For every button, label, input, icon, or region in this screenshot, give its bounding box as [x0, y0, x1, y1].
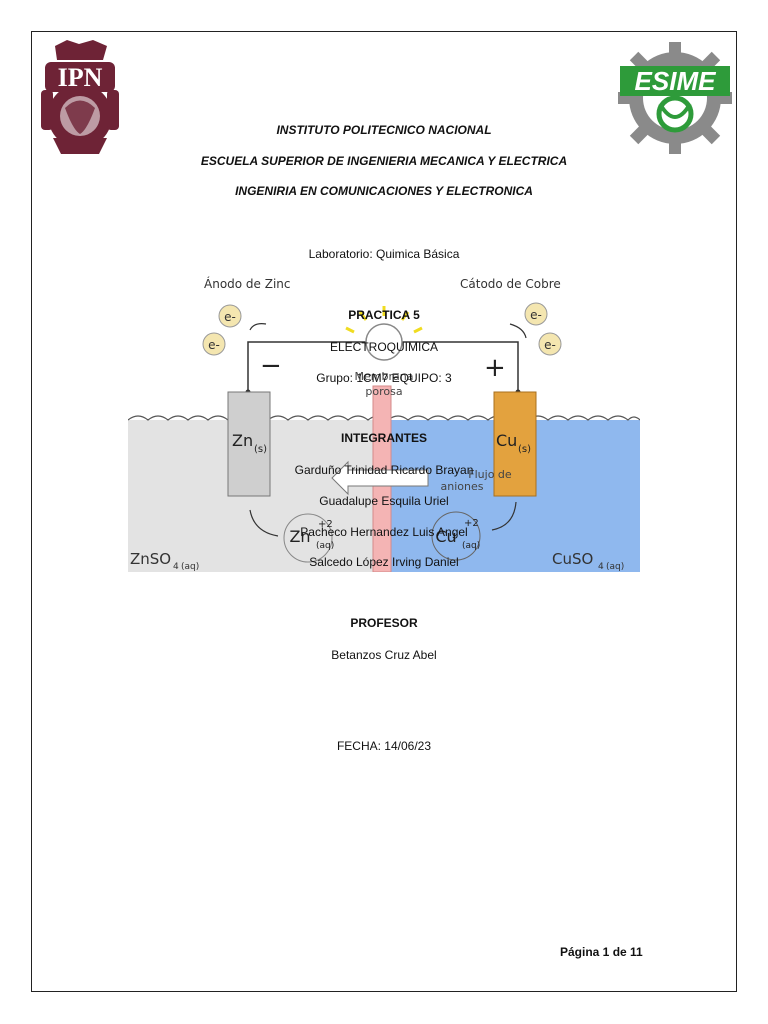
member-name: Pacheco Hernandez Luis Angel: [300, 525, 468, 539]
school-name: ESCUELA SUPERIOR DE INGENIERIA MECANICA …: [200, 154, 568, 168]
cuso4-aq: (aq): [606, 562, 624, 572]
electron-icon: e-: [218, 304, 242, 328]
svg-text:Cu: Cu: [435, 527, 456, 546]
anion-flow-arrow-icon: [331, 460, 429, 496]
copper-electrode: [493, 391, 537, 497]
svg-text:e-: e-: [224, 310, 236, 324]
members-title: INTEGRANTES: [340, 431, 427, 445]
arrow-icon: [509, 323, 527, 339]
lab-name: Laboratorio: Quimica Básica: [308, 247, 460, 261]
svg-text:e-: e-: [208, 338, 220, 352]
anion-flow-label-2: aniones: [441, 480, 484, 493]
cuso4-sub: 4: [598, 562, 604, 572]
arrow-icon: [249, 509, 279, 537]
professor-name: Betanzos Cruz Abel: [331, 648, 437, 662]
group-info: Grupo: 1CM7 EQUIPO: 3: [316, 371, 452, 385]
anode-label: Ánodo de Zinc: [204, 276, 291, 291]
light-rays-icon: [345, 306, 423, 334]
znso4-label: ZnSO: [130, 550, 171, 568]
member-name: Guadalupe Esquila Uriel: [319, 494, 449, 508]
esime-logo: ESIME: [616, 40, 734, 156]
ipn-logo-text: IPN: [58, 63, 103, 92]
svg-text:e-: e-: [544, 338, 556, 352]
galvanic-cell-diagram: Zn (s) Cu (s) Ánodo de Zinc Cátodo de Co…: [128, 274, 640, 572]
plus-sign: +: [484, 353, 506, 383]
career-name: INGENIRIA EN COMUNICACIONES Y ELECTRONIC…: [235, 184, 533, 198]
membrane-label: Membrana: [355, 370, 414, 383]
svg-text:(aq): (aq): [316, 541, 334, 551]
ipn-logo: IPN: [37, 38, 123, 156]
zinc-ion: Zn +2 (aq): [283, 513, 334, 563]
svg-text:e-: e-: [530, 308, 542, 322]
svg-text:Zn: Zn: [289, 527, 310, 546]
electron-icon: e-: [202, 332, 226, 356]
copper-electrode-label: Cu: [496, 431, 517, 450]
esime-logo-text: ESIME: [635, 66, 717, 96]
copper-ion: Cu +2 (aq): [431, 511, 481, 561]
anion-flow-label: Flujo de: [468, 468, 512, 481]
practice-topic: ELECTROQUIMICA: [329, 340, 438, 354]
znso4-aq: (aq): [181, 562, 199, 572]
svg-text:+2: +2: [464, 518, 479, 529]
cuso4-label: CuSO: [552, 550, 593, 568]
page-number: Página 1 de 11: [560, 945, 643, 959]
professor-title: PROFESOR: [350, 616, 418, 630]
institution-name: INSTITUTO POLITECNICO NACIONAL: [276, 123, 492, 137]
electron-icon: e-: [538, 332, 562, 356]
member-name: Garduño Trinidad Ricardo Brayan: [294, 463, 474, 477]
znso4-sub: 4: [173, 562, 179, 572]
zinc-electrode: [227, 391, 271, 497]
arrow-icon: [491, 501, 517, 531]
practice-number: PRACTICA 5: [348, 308, 420, 322]
electron-icon: e-: [524, 302, 548, 326]
zinc-electrode-sub: (s): [254, 444, 267, 455]
zinc-electrode-label: Zn: [232, 431, 253, 450]
minus-sign: −: [260, 351, 282, 381]
arrow-icon: [249, 323, 267, 331]
membrane-label-2: porosa: [365, 385, 402, 398]
member-name: Salcedo López Irving Daniel: [309, 555, 459, 569]
page-border: [31, 31, 737, 992]
cathode-label: Cátodo de Cobre: [460, 277, 561, 291]
date: FECHA: 14/06/23: [336, 739, 432, 753]
bulb-icon: [365, 323, 403, 361]
svg-text:(aq): (aq): [462, 541, 480, 551]
svg-text:+2: +2: [318, 519, 333, 530]
copper-electrode-sub: (s): [518, 444, 531, 455]
